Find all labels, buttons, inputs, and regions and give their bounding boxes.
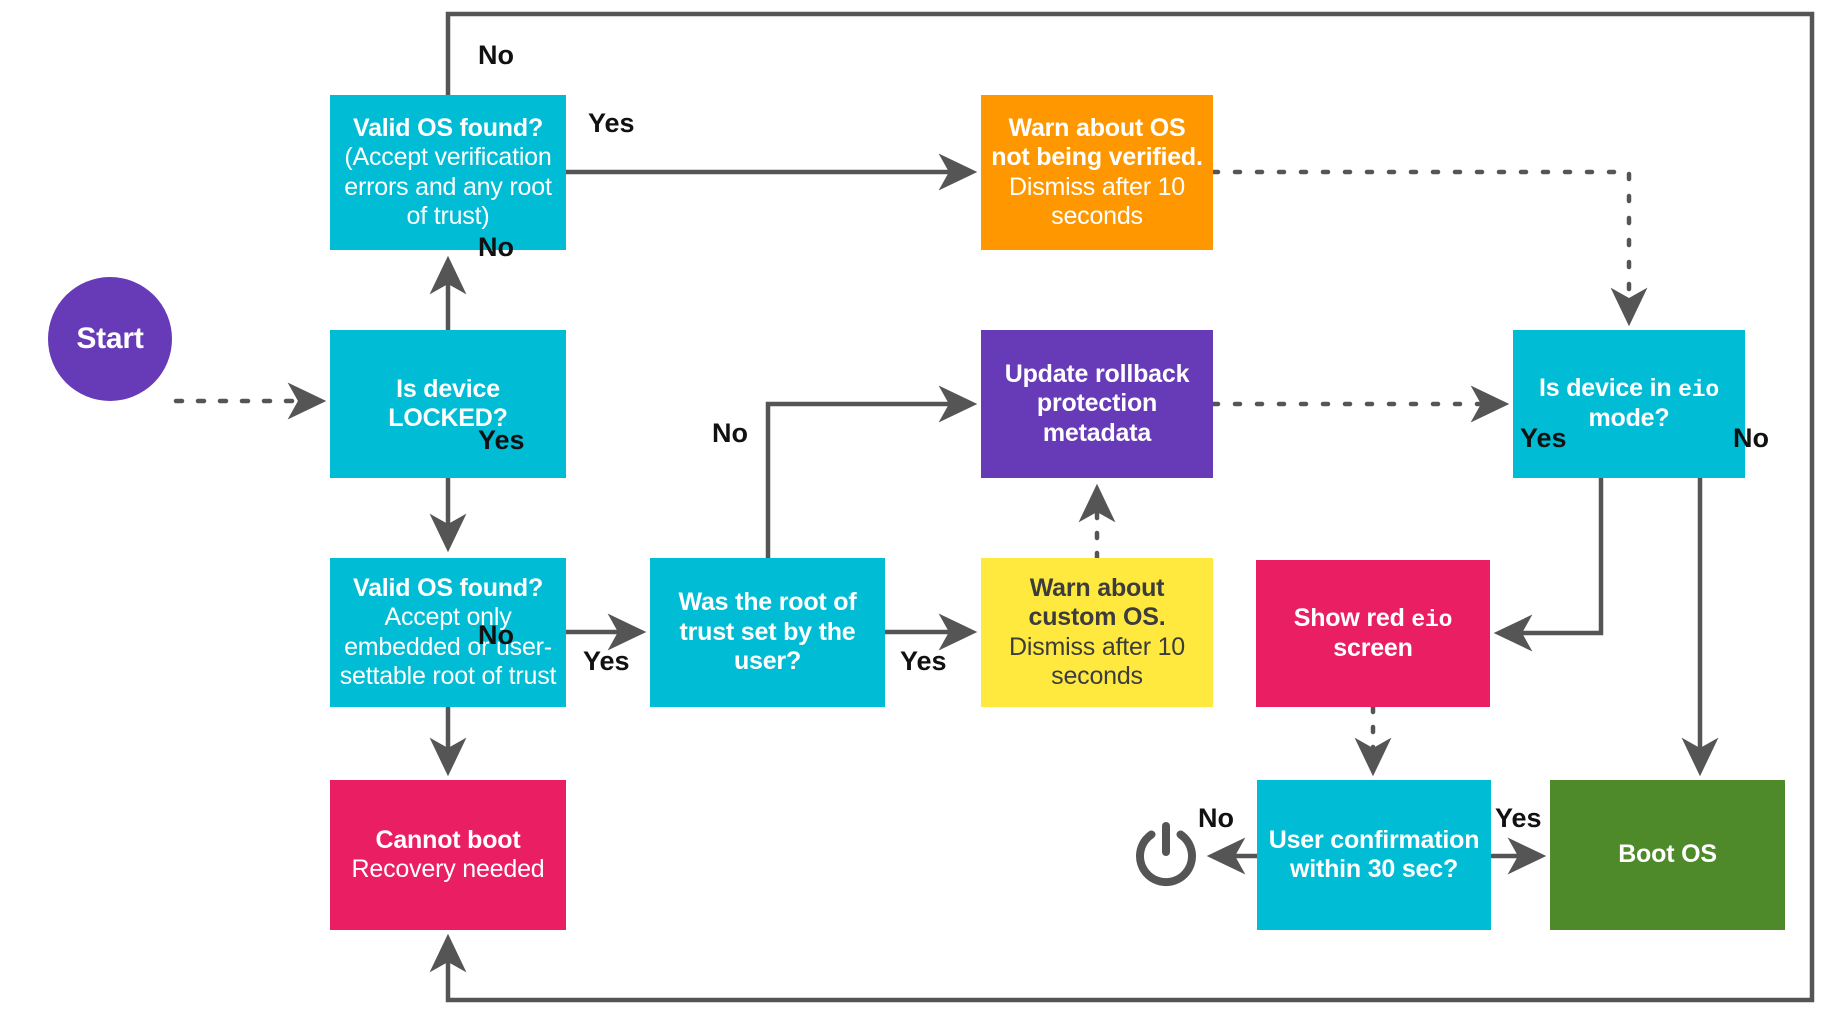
boot-os-node[interactable]: Boot OS bbox=[1550, 780, 1785, 930]
warn-custom-os-title: Warn about custom OS. bbox=[1028, 573, 1166, 632]
valid-os-found-locked-title: Valid OS found? bbox=[352, 573, 544, 602]
boot-os-title: Boot OS bbox=[1618, 840, 1717, 869]
edge-label-yes-device-locked: Yes bbox=[478, 425, 525, 455]
cannot-boot-title: Cannot boot bbox=[375, 825, 521, 854]
warn-custom-os-sub: Dismiss after 10 seconds bbox=[1008, 632, 1185, 691]
valid-os-found-unlocked-title: Valid OS found? bbox=[352, 113, 544, 142]
edge-label-yes-user-confirm: Yes bbox=[1495, 803, 1542, 833]
warn-os-not-verified-title: Warn about OS not being verified. bbox=[991, 113, 1203, 172]
edge-label-no-device-locked: No bbox=[478, 232, 514, 262]
update-rollback-protection-node[interactable]: Update rollback protection metadata bbox=[981, 330, 1213, 478]
eio-keyword-red-screen: eio bbox=[1411, 606, 1453, 633]
start-node[interactable]: Start bbox=[48, 277, 172, 401]
root-of-trust-set-by-user-node[interactable]: Was the root of trust set by the user? bbox=[650, 558, 885, 707]
start-label: Start bbox=[76, 322, 144, 356]
eio-mode-text-prefix: Is device in bbox=[1539, 374, 1679, 403]
update-rollback-protection-title: Update rollback protection metadata bbox=[1004, 359, 1190, 447]
power-off-icon bbox=[1136, 822, 1196, 887]
show-red-prefix: Show red bbox=[1293, 603, 1412, 632]
eio-keyword: eio bbox=[1678, 377, 1719, 404]
edge-label-no-valid-os-locked: No bbox=[478, 620, 514, 650]
user-confirmation-title: User confirmation within 30 sec? bbox=[1268, 825, 1480, 884]
valid-os-found-locked-node[interactable]: Valid OS found? Accept only embedded or … bbox=[330, 558, 566, 707]
edge-root-set-no-to-update-rollback bbox=[765, 385, 978, 558]
edge-label-no-top: No bbox=[478, 40, 514, 70]
edge-label-yes-eio-mode: Yes bbox=[1520, 423, 1567, 453]
edge-label-no-eio-mode: No bbox=[1733, 423, 1769, 453]
valid-os-found-unlocked-sub: (Accept verification errors and any root… bbox=[344, 143, 552, 230]
cannot-boot-sub: Recovery needed bbox=[351, 855, 545, 883]
warn-os-not-verified-node[interactable]: Warn about OS not being verified. Dismis… bbox=[981, 95, 1213, 250]
edge-warn-unverified-to-is-eio-mode bbox=[1210, 169, 1648, 327]
is-device-locked-node[interactable]: Is device LOCKED? bbox=[330, 330, 566, 478]
eio-mode-text-suffix: mode? bbox=[1588, 404, 1670, 433]
show-red-suffix: screen bbox=[1333, 633, 1413, 662]
edge-is-eio-yes-to-show-red-screen bbox=[1493, 478, 1604, 652]
is-device-locked-title: Is device LOCKED? bbox=[388, 374, 508, 433]
edge-label-no-root-set-by-user: No bbox=[712, 418, 748, 448]
is-device-in-eio-mode-title: Is device in eio mode? bbox=[1519, 374, 1739, 434]
warn-custom-os-node[interactable]: Warn about custom OS. Dismiss after 10 s… bbox=[981, 558, 1213, 707]
show-red-eio-screen-node[interactable]: Show red eio screen bbox=[1256, 560, 1490, 707]
edge-label-no-user-confirm: No bbox=[1198, 803, 1234, 833]
cannot-boot-node[interactable]: Cannot boot Recovery needed bbox=[330, 780, 566, 930]
edge-label-yes-valid-os-locked: Yes bbox=[583, 646, 630, 676]
show-red-eio-screen-title: Show red eio screen bbox=[1262, 604, 1484, 664]
edge-label-yes-unlocked: Yes bbox=[588, 108, 635, 138]
valid-os-found-locked-sub: Accept only embedded or user-settable ro… bbox=[339, 603, 557, 690]
edge-label-yes-root-set-by-user: Yes bbox=[900, 646, 947, 676]
warn-os-not-verified-sub: Dismiss after 10 seconds bbox=[1008, 172, 1185, 231]
is-device-in-eio-mode-node[interactable]: Is device in eio mode? bbox=[1513, 330, 1745, 478]
user-confirmation-node[interactable]: User confirmation within 30 sec? bbox=[1257, 780, 1491, 930]
valid-os-found-unlocked-node[interactable]: Valid OS found? (Accept verification err… bbox=[330, 95, 566, 250]
root-of-trust-set-by-user-title: Was the root of trust set by the user? bbox=[678, 588, 857, 676]
